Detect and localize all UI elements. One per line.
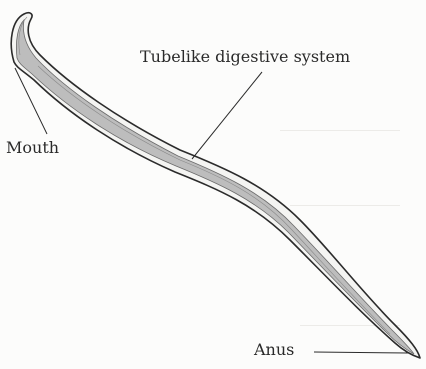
- digestive-system-leader: [192, 72, 262, 159]
- anus-leader: [314, 352, 408, 353]
- digestive-system-label: Tubelike digestive system: [140, 49, 350, 65]
- mouth-label: Mouth: [6, 140, 59, 156]
- anus-label: Anus: [254, 342, 294, 358]
